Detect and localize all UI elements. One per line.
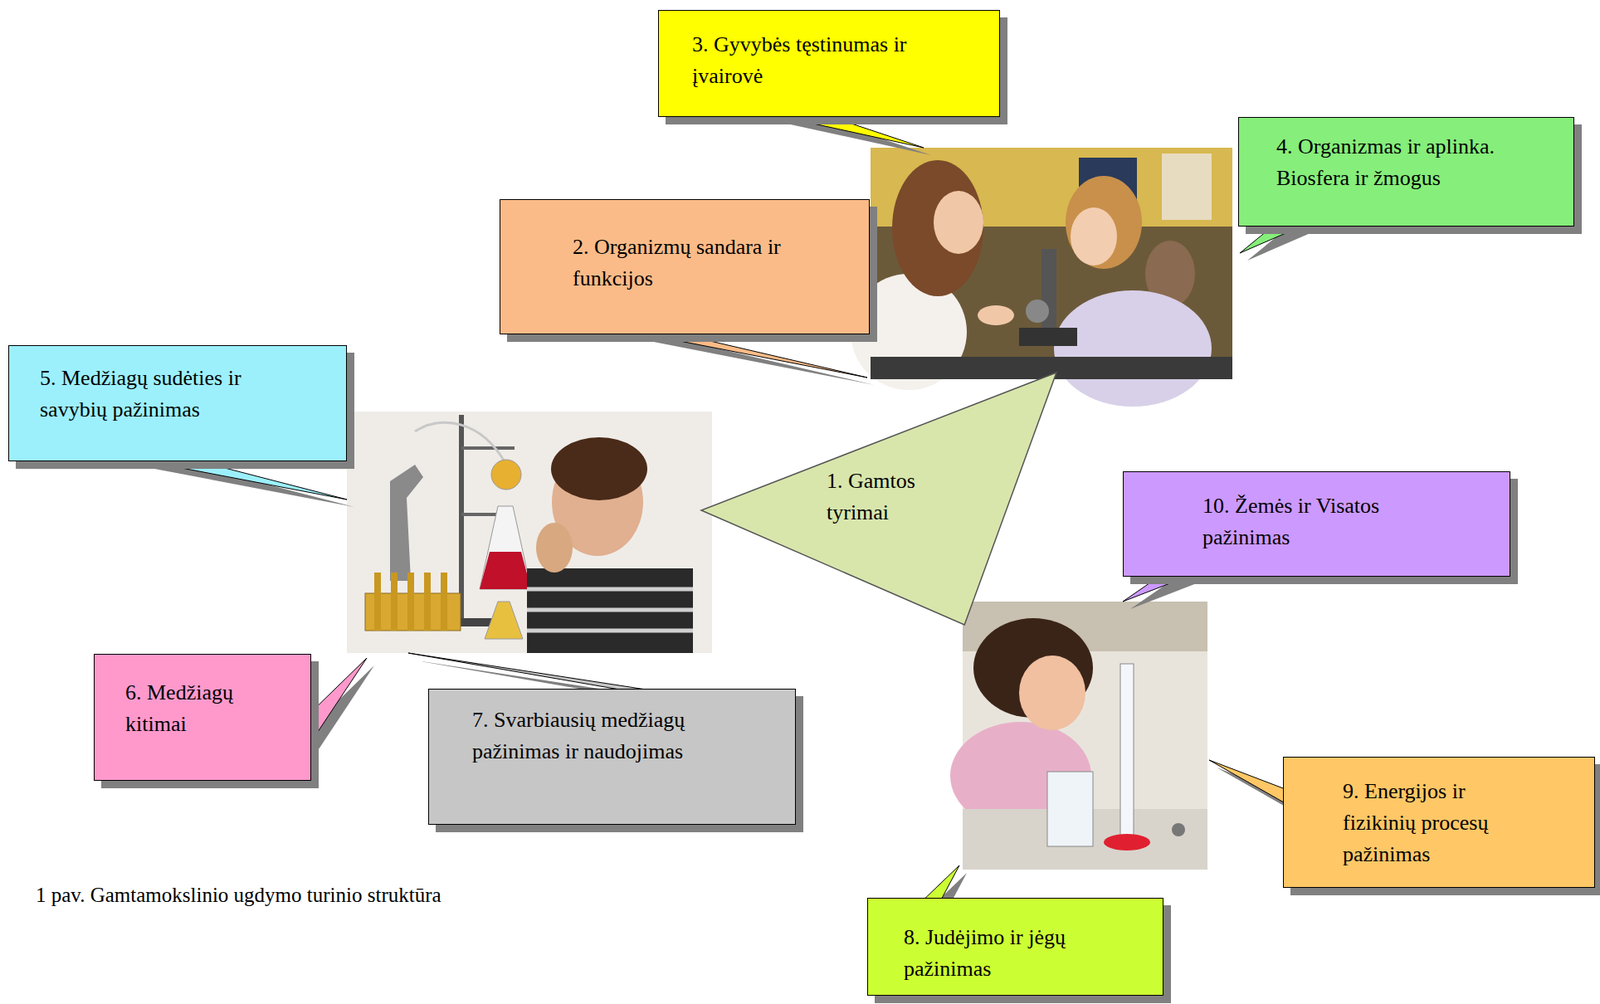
triangle-outline xyxy=(701,372,1057,625)
round-flask xyxy=(491,459,522,490)
callout-box: 10. Žemės ir Visatos pažinimas xyxy=(1122,471,1511,577)
microscope-knob xyxy=(1025,299,1049,323)
callout-text: 7. Svarbiausių medžiagų pažinimas ir nau… xyxy=(472,704,715,768)
small-flask xyxy=(484,601,523,640)
callout-box: 2. Organizmų sandara ir funkcijos xyxy=(499,199,870,335)
test-tube xyxy=(390,572,398,631)
photo-measuring xyxy=(950,601,1208,870)
boy-shirt xyxy=(526,568,693,654)
callout-text: 1. Gamtos tyrimai xyxy=(826,465,952,529)
tail-shadow xyxy=(619,335,875,386)
test-tube xyxy=(424,572,431,631)
shirt-stripe xyxy=(526,608,693,613)
photo-background xyxy=(346,411,713,654)
girl-face xyxy=(1019,655,1086,731)
microscope-base xyxy=(1019,327,1078,347)
test-tube xyxy=(374,572,381,631)
boy-hand xyxy=(536,522,573,573)
callout-text: 9. Energijos ir fizikinių procesų pažini… xyxy=(1342,775,1534,871)
callout-text: 3. Gyvybės tęstinumas ir įvairovė xyxy=(692,29,966,93)
callout-tail xyxy=(304,658,367,752)
small-weight xyxy=(1171,823,1186,837)
callout-box: 6. Medžiagų kitimai xyxy=(93,653,312,781)
callout-tail xyxy=(760,112,924,148)
callout-text: 6. Medžiagų kitimai xyxy=(125,677,271,741)
girl-hair xyxy=(892,160,984,297)
callout-box: 5. Medžiagų sudėties ir savybių pažinima… xyxy=(8,345,347,462)
girl-face xyxy=(933,190,984,254)
shirt-stripe xyxy=(526,587,693,592)
callout-tail xyxy=(611,327,868,378)
callout-tail xyxy=(112,454,347,500)
callout-text: 4. Organizmas ir aplinka. Biosfera ir žm… xyxy=(1276,131,1555,195)
girl-shirt xyxy=(1053,290,1212,407)
callout-text: 5. Medžiagų sudėties ir savybių pažinima… xyxy=(39,362,298,426)
girl-hand xyxy=(977,305,1015,326)
microscope xyxy=(390,464,424,581)
conical-flask xyxy=(479,506,532,590)
callout-text: 2. Organizmų sandara ir funkcijos xyxy=(572,231,791,295)
girl-face xyxy=(1070,207,1118,266)
callout-box: 7. Svarbiausių medžiagų pažinimas ir nau… xyxy=(428,688,796,825)
test-tube xyxy=(440,572,448,631)
tail-shadow xyxy=(119,462,355,508)
cylinder-base xyxy=(1103,834,1151,851)
beaker xyxy=(1047,771,1093,847)
callout-box: 8. Judėjimo ir jėgų pažinimas xyxy=(867,897,1164,996)
lab-clamp xyxy=(461,446,515,450)
callout-tail xyxy=(1209,760,1290,806)
photo-microscope xyxy=(850,147,1233,407)
callout-text: 10. Žemės ir Visatos pažinimas xyxy=(1202,490,1435,554)
red-liquid xyxy=(479,551,532,590)
lab-stand-rod xyxy=(458,414,464,623)
girl-hair xyxy=(1065,175,1142,269)
test-tube xyxy=(407,572,415,631)
figure-caption: 1 pav. Gamtamokslinio ugdymo turinio str… xyxy=(35,882,476,908)
photo-laboratory xyxy=(346,411,713,654)
callout-text: 8. Judėjimo ir jėgų pažinimas xyxy=(903,921,1116,986)
triangle-shape xyxy=(701,372,1057,625)
callout-box: 9. Energijos ir fizikinių procesų pažini… xyxy=(1282,756,1596,888)
callout-box: 4. Organizmas ir aplinka. Biosfera ir žm… xyxy=(1238,117,1575,227)
boy-hair xyxy=(551,437,648,501)
shirt-stripe xyxy=(526,629,693,634)
measuring-cylinder xyxy=(1120,663,1134,839)
glass-tube xyxy=(414,422,507,465)
callout-box: 3. Gyvybės tęstinumas ir įvairovė xyxy=(658,9,1000,118)
topic-triangle: 1. Gamtos tyrimai xyxy=(701,372,1057,625)
classroom-poster xyxy=(1161,153,1212,220)
